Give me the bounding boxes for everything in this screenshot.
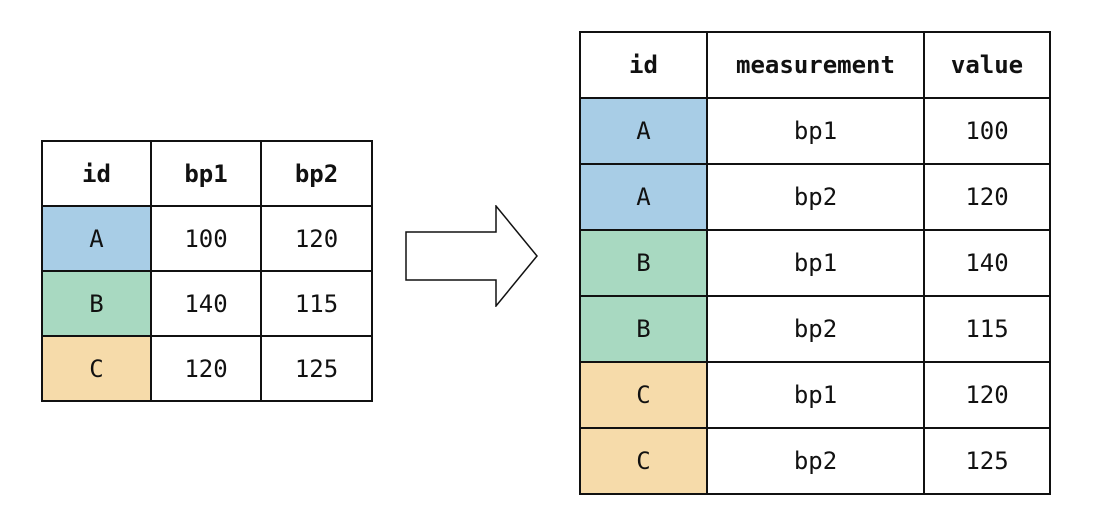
long-id-cell: C bbox=[579, 427, 708, 495]
long-table-row: C bp1 120 bbox=[579, 361, 1051, 429]
wide-table-row: A 100 120 bbox=[41, 205, 373, 272]
wide-table-row: C 120 125 bbox=[41, 335, 373, 402]
wide-value-cell: 115 bbox=[260, 270, 373, 337]
long-id-cell: B bbox=[579, 229, 708, 297]
long-table-row: B bp2 115 bbox=[579, 295, 1051, 363]
long-measurement-cell: bp1 bbox=[706, 97, 925, 165]
long-value-cell: 115 bbox=[923, 295, 1051, 363]
long-table-row: C bp2 125 bbox=[579, 427, 1051, 495]
wide-header-id: id bbox=[41, 140, 152, 207]
wide-header-bp2: bp2 bbox=[260, 140, 373, 207]
long-table: id measurement value A bp1 100 A bp2 120… bbox=[579, 31, 1051, 495]
long-measurement-cell: bp2 bbox=[706, 163, 925, 231]
wide-value-cell: 125 bbox=[260, 335, 373, 402]
long-id-cell: C bbox=[579, 361, 708, 429]
long-header-measurement: measurement bbox=[706, 31, 925, 99]
long-id-cell: A bbox=[579, 97, 708, 165]
long-value-cell: 120 bbox=[923, 163, 1051, 231]
wide-id-cell: C bbox=[41, 335, 152, 402]
long-table-row: A bp2 120 bbox=[579, 163, 1051, 231]
right-arrow-icon bbox=[405, 205, 538, 307]
long-header-value: value bbox=[923, 31, 1051, 99]
long-table-row: B bp1 140 bbox=[579, 229, 1051, 297]
long-table-row: A bp1 100 bbox=[579, 97, 1051, 165]
long-measurement-cell: bp2 bbox=[706, 427, 925, 495]
wide-table: id bp1 bp2 A 100 120 B 140 115 C 120 125 bbox=[41, 140, 373, 402]
wide-value-cell: 140 bbox=[150, 270, 262, 337]
wide-table-header-row: id bp1 bp2 bbox=[41, 140, 373, 207]
long-value-cell: 125 bbox=[923, 427, 1051, 495]
long-header-id: id bbox=[579, 31, 708, 99]
long-id-cell: A bbox=[579, 163, 708, 231]
long-value-cell: 120 bbox=[923, 361, 1051, 429]
wide-header-bp1: bp1 bbox=[150, 140, 262, 207]
wide-id-cell: A bbox=[41, 205, 152, 272]
wide-value-cell: 120 bbox=[150, 335, 262, 402]
long-id-cell: B bbox=[579, 295, 708, 363]
long-value-cell: 100 bbox=[923, 97, 1051, 165]
wide-table-row: B 140 115 bbox=[41, 270, 373, 337]
wide-value-cell: 100 bbox=[150, 205, 262, 272]
long-measurement-cell: bp2 bbox=[706, 295, 925, 363]
wide-id-cell: B bbox=[41, 270, 152, 337]
wide-value-cell: 120 bbox=[260, 205, 373, 272]
long-measurement-cell: bp1 bbox=[706, 229, 925, 297]
long-value-cell: 140 bbox=[923, 229, 1051, 297]
long-table-header-row: id measurement value bbox=[579, 31, 1051, 99]
long-measurement-cell: bp1 bbox=[706, 361, 925, 429]
